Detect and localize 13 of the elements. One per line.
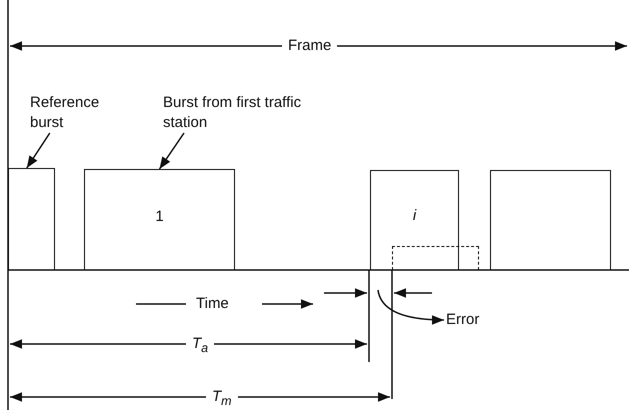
leader-line xyxy=(26,132,50,168)
burst-index: i xyxy=(412,207,418,225)
callout-text: Burst from first traffic station xyxy=(163,93,303,133)
pointer-arrow xyxy=(377,290,444,325)
traffic-burst xyxy=(490,170,611,270)
callout-text: Error xyxy=(446,310,506,330)
traffic-burst xyxy=(370,170,459,270)
traffic-burst xyxy=(84,169,235,270)
expected-burst-position xyxy=(392,246,479,270)
callout-text: Reference burst xyxy=(30,93,120,133)
burst-number: 1 xyxy=(154,208,165,226)
reference-burst xyxy=(8,168,55,270)
leader-line xyxy=(158,132,185,170)
